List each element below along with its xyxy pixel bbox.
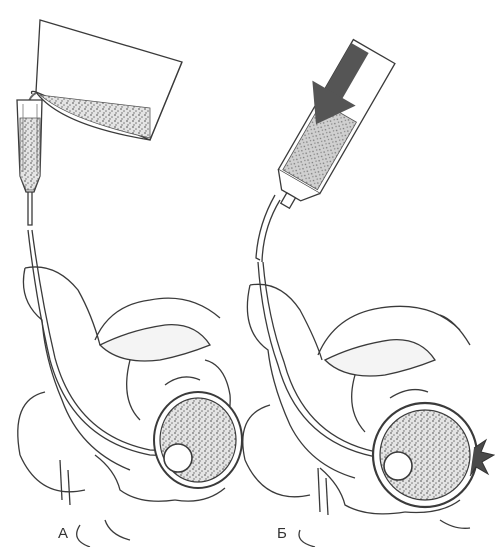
syringe-b bbox=[264, 40, 395, 218]
catheter-b bbox=[256, 195, 400, 460]
pouring-beaker bbox=[32, 20, 183, 140]
panel-b: Б bbox=[243, 36, 494, 547]
bladder-a bbox=[154, 392, 242, 488]
panel-a: А bbox=[17, 20, 242, 547]
catheter-a bbox=[28, 192, 175, 456]
panel-a-label: А bbox=[58, 525, 68, 542]
bladder-b bbox=[373, 403, 494, 507]
panel-b-label: Б bbox=[277, 525, 287, 542]
funnel-a bbox=[17, 100, 42, 192]
